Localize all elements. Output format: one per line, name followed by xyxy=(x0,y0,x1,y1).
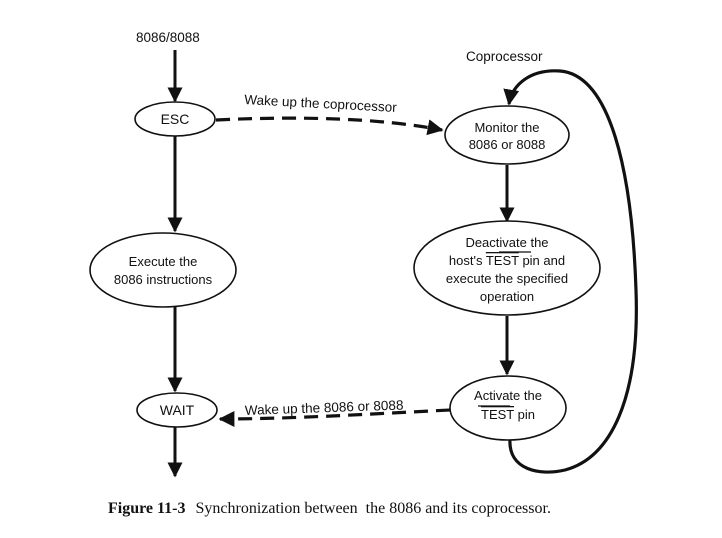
wake-host-label: Wake up the 8086 or 8088 xyxy=(245,397,404,418)
wake-coprocessor-label: Wake up the coprocessor xyxy=(244,92,398,115)
deactivate-text-line1: Deactivate the xyxy=(465,235,548,250)
node-deactivate: Deactivate the host's TEST pin and execu… xyxy=(413,220,601,316)
deactivate-text-line3: execute the specified xyxy=(446,271,568,286)
node-monitor: Monitor the 8086 or 8088 xyxy=(444,105,570,165)
node-activate: Activate the TEST pin xyxy=(449,375,567,441)
deactivate-line2-prefix: host's xyxy=(449,253,486,268)
wait-text: WAIT xyxy=(160,402,195,418)
figure-caption: Figure 11-3 Synchronization between the 8… xyxy=(108,500,551,517)
test-pin-overbar-text: TEST xyxy=(486,253,519,268)
deactivate-ellipse xyxy=(413,220,601,316)
activate-ellipse xyxy=(449,375,567,441)
activate-line2-suffix: pin xyxy=(514,407,535,422)
node-esc: ESC xyxy=(134,101,216,137)
activate-text-line1: Activate the xyxy=(474,388,542,403)
loop-arrow-activate-to-monitor xyxy=(503,69,638,474)
monitor-text-line1: Monitor the xyxy=(474,120,539,135)
execute-text-line1: Execute the xyxy=(129,254,198,269)
deactivate-line2-suffix: pin and xyxy=(519,253,565,268)
execute-text-line2: 8086 instructions xyxy=(114,272,213,287)
node-wait: WAIT xyxy=(136,392,218,428)
activate-test-overbar-text: TEST xyxy=(481,407,514,422)
caption-number: Figure 11-3 xyxy=(108,500,185,517)
dashed-arrow-wake-host xyxy=(218,408,451,427)
monitor-text-line2: 8086 or 8088 xyxy=(469,137,546,152)
monitor-ellipse xyxy=(444,105,570,165)
host-label: 8086/8088 xyxy=(136,30,200,45)
esc-text: ESC xyxy=(161,111,190,127)
dashed-arrow-wake-coprocessor xyxy=(215,116,444,136)
coprocessor-label: Coprocessor xyxy=(466,49,543,64)
wait-ellipse xyxy=(136,392,218,428)
execute-ellipse xyxy=(89,232,237,308)
caption-text: Synchronization between the 8086 and its… xyxy=(195,500,550,517)
deactivate-text-line2: host's TEST pin and xyxy=(449,253,565,268)
deactivate-text-line4: operation xyxy=(480,289,534,304)
node-execute: Execute the 8086 instructions xyxy=(89,232,237,308)
esc-ellipse xyxy=(134,101,216,137)
activate-text-line2: TEST pin xyxy=(481,407,535,422)
